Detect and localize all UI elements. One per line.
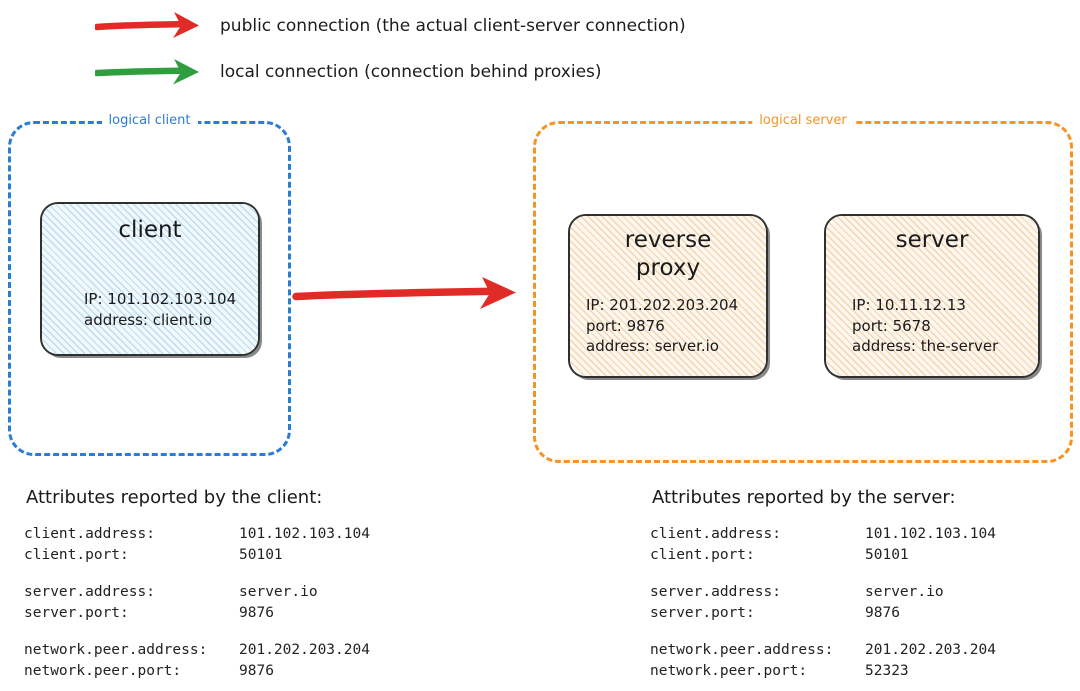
attribute-key: network.peer.port:	[650, 663, 808, 680]
attribute-group-spacer	[24, 624, 370, 640]
attribute-key: client.address:	[650, 526, 781, 542]
attribute-group-spacer	[24, 566, 370, 582]
attribute-row: server.address: server.io	[24, 582, 370, 603]
node-client-title: client	[118, 217, 182, 243]
logical-client-container: logical client	[8, 113, 291, 456]
attribute-group-spacer	[650, 624, 996, 640]
attribute-value: 50101	[865, 547, 909, 564]
attribute-value: 9876	[865, 605, 900, 622]
logical-server-label: logical server	[752, 113, 854, 128]
attribute-row: network.peer.address: 201.202.203.204	[24, 640, 370, 661]
attribute-key: server.port:	[24, 605, 129, 622]
logical-client-label: logical client	[101, 113, 198, 128]
attribute-key: client.port:	[24, 547, 129, 564]
attribute-value: 101.102.103.104	[239, 526, 370, 542]
legend-row-public: public connection (the actual client-ser…	[0, 6, 1080, 46]
attributes-client-table: client.address: 101.102.103.104 client.por…	[24, 524, 370, 682]
attribute-value: 52323	[865, 663, 909, 680]
attribute-key: network.peer.port:	[24, 663, 182, 680]
attribute-value: 9876	[239, 605, 274, 622]
attribute-value: 9876	[239, 663, 274, 680]
attribute-group-spacer	[650, 566, 996, 582]
attribute-value: 101.102.103.104	[865, 526, 996, 542]
node-server-title: server	[895, 227, 969, 253]
attribute-value: 201.202.203.204	[865, 642, 996, 659]
attribute-value: 50101	[239, 547, 283, 564]
attribute-key: network.peer.address:	[24, 642, 208, 659]
attributes-client-block: Attributes reported by the client: clien…	[24, 487, 370, 682]
attribute-value: server.io	[865, 584, 944, 601]
main-connection-arrow-icon	[292, 277, 516, 309]
attribute-row: server.port: 9876	[650, 603, 996, 624]
attribute-key: server.port:	[650, 605, 755, 622]
attribute-row: client.port: 50101	[650, 545, 996, 566]
attribute-row: network.peer.port: 9876	[24, 661, 370, 682]
attribute-row: server.port: 9876	[24, 603, 370, 624]
attribute-row: client.port: 50101	[24, 545, 370, 566]
attribute-row: network.peer.port: 52323	[650, 661, 996, 682]
attribute-row: network.peer.address: 201.202.203.204	[650, 640, 996, 661]
attribute-value: 201.202.203.204	[239, 642, 370, 659]
attribute-row: client.address: 101.102.103.104	[24, 524, 370, 545]
legend-label-public: public connection (the actual client-ser…	[220, 16, 686, 36]
attribute-key: client.address:	[24, 526, 155, 542]
arrow-right-icon	[95, 12, 199, 38]
logical-server-container: logical server	[533, 113, 1073, 463]
attributes-server-table: client.address: 101.102.103.104 client.por…	[650, 524, 996, 682]
attribute-value: server.io	[239, 584, 318, 601]
attribute-key: server.address:	[24, 584, 155, 601]
arrow-right-icon	[95, 59, 199, 85]
legend: public connection (the actual client-ser…	[0, 0, 1080, 100]
attribute-key: server.address:	[650, 584, 781, 601]
attributes-client-heading: Attributes reported by the client:	[26, 487, 323, 508]
attribute-row: client.address: 101.102.103.104	[650, 524, 996, 545]
attribute-key: network.peer.address:	[650, 642, 834, 659]
attributes-server-block: Attributes reported by the server: clien…	[650, 487, 996, 682]
attribute-key: client.port:	[650, 547, 755, 564]
attribute-row: server.address: server.io	[650, 582, 996, 603]
legend-row-local: local connection (connection behind prox…	[0, 52, 1080, 92]
legend-label-local: local connection (connection behind prox…	[220, 62, 602, 82]
attributes-server-heading: Attributes reported by the server:	[652, 487, 956, 508]
